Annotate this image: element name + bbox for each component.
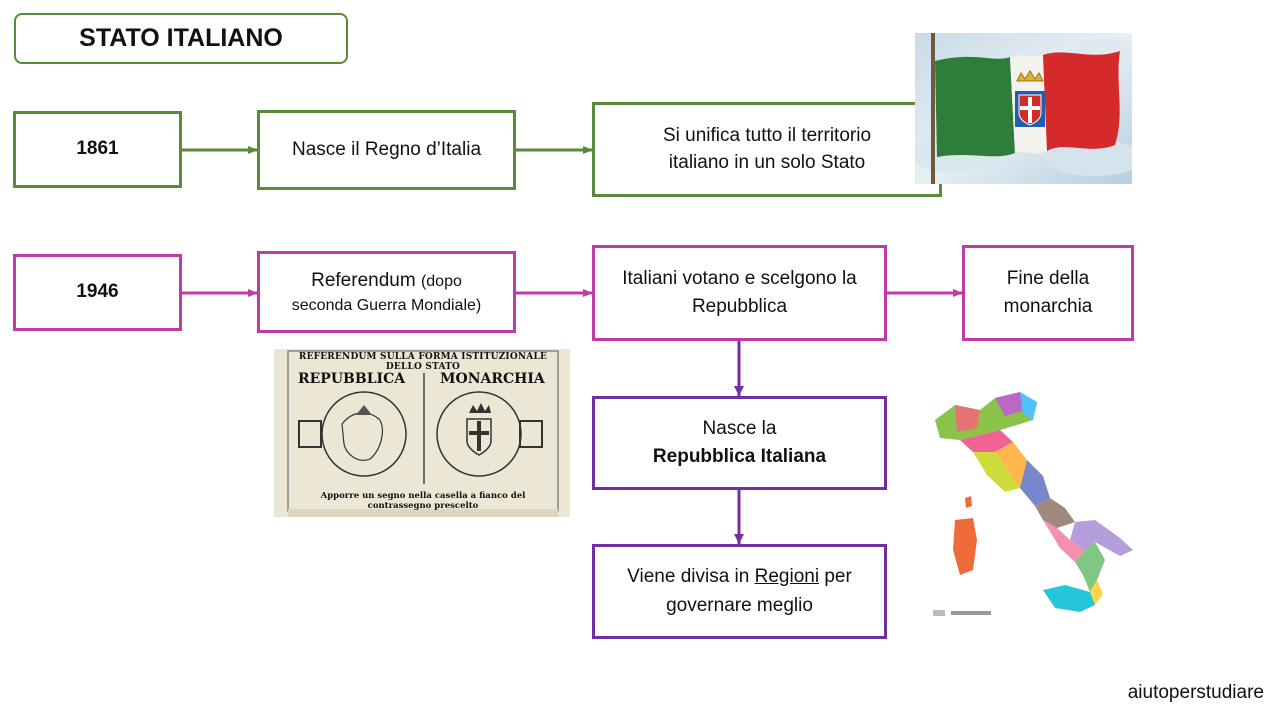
nasce-repubblica-box: Nasce la Repubblica Italiana <box>592 396 887 490</box>
referendum-ballot-image: REFERENDUM SULLA FORMA ISTITUZIONALE DEL… <box>274 349 570 517</box>
voto-line-2: Repubblica <box>691 296 788 317</box>
ballot-repubblica-label: REPUBBLICA <box>298 371 406 387</box>
year-1861-box: 1861 <box>13 111 182 188</box>
nasce-repubblica-line-2: Repubblica Italiana <box>652 446 827 467</box>
regioni-suffix: per <box>824 566 852 587</box>
regno-flag-image <box>915 33 1132 184</box>
year-1861-label: 1861 <box>76 138 119 160</box>
page-title: STATO ITALIANO <box>14 13 348 64</box>
unificazione-line-2: italiano in un solo Stato <box>668 151 866 173</box>
year-1946-box: 1946 <box>13 254 182 331</box>
fine-monarchia-line-1: Fine della <box>1006 267 1090 289</box>
regioni-line-2: governare meglio <box>666 594 813 616</box>
referendum-note-b: seconda Guerra Mondiale) <box>291 297 482 315</box>
regioni-underlined: Regioni <box>754 566 820 587</box>
fine-monarchia-line-2: monarchia <box>1003 296 1093 317</box>
fine-monarchia-box: Fine della monarchia <box>962 245 1134 341</box>
nasce-repubblica-line-1: Nasce la <box>702 417 777 439</box>
referendum-note-a: (dopo <box>420 272 462 290</box>
regno-italia-box: Nasce il Regno d’Italia <box>257 110 516 190</box>
referendum-label: Referendum <box>311 269 416 291</box>
ballot-header: REFERENDUM SULLA FORMA ISTITUZIONALE DEL… <box>298 352 548 372</box>
regioni-prefix: Viene divisa in <box>627 566 750 587</box>
referendum-box: Referendum (dopo seconda Guerra Mondiale… <box>257 251 516 333</box>
regno-italia-label: Nasce il Regno d’Italia <box>291 138 482 160</box>
voto-repubblica-box: Italiani votano e scelgono la Repubblica <box>592 245 887 341</box>
voto-line-1: Italiani votano e scelgono la <box>622 267 857 289</box>
unificazione-box: Si unifica tutto il territorio italiano … <box>592 102 942 197</box>
year-1946-label: 1946 <box>76 281 119 303</box>
ballot-instruction: Apporre un segno nella casella a fianco … <box>320 491 526 511</box>
credit-label: aiutoperstudiare <box>1127 682 1264 703</box>
regioni-box: Viene divisa in Regioni per governare me… <box>592 544 887 639</box>
ballot-monarchia-label: MONARCHIA <box>440 371 545 387</box>
unificazione-line-1: Si unifica tutto il territorio <box>662 124 872 146</box>
italy-regions-map-image <box>925 380 1140 625</box>
